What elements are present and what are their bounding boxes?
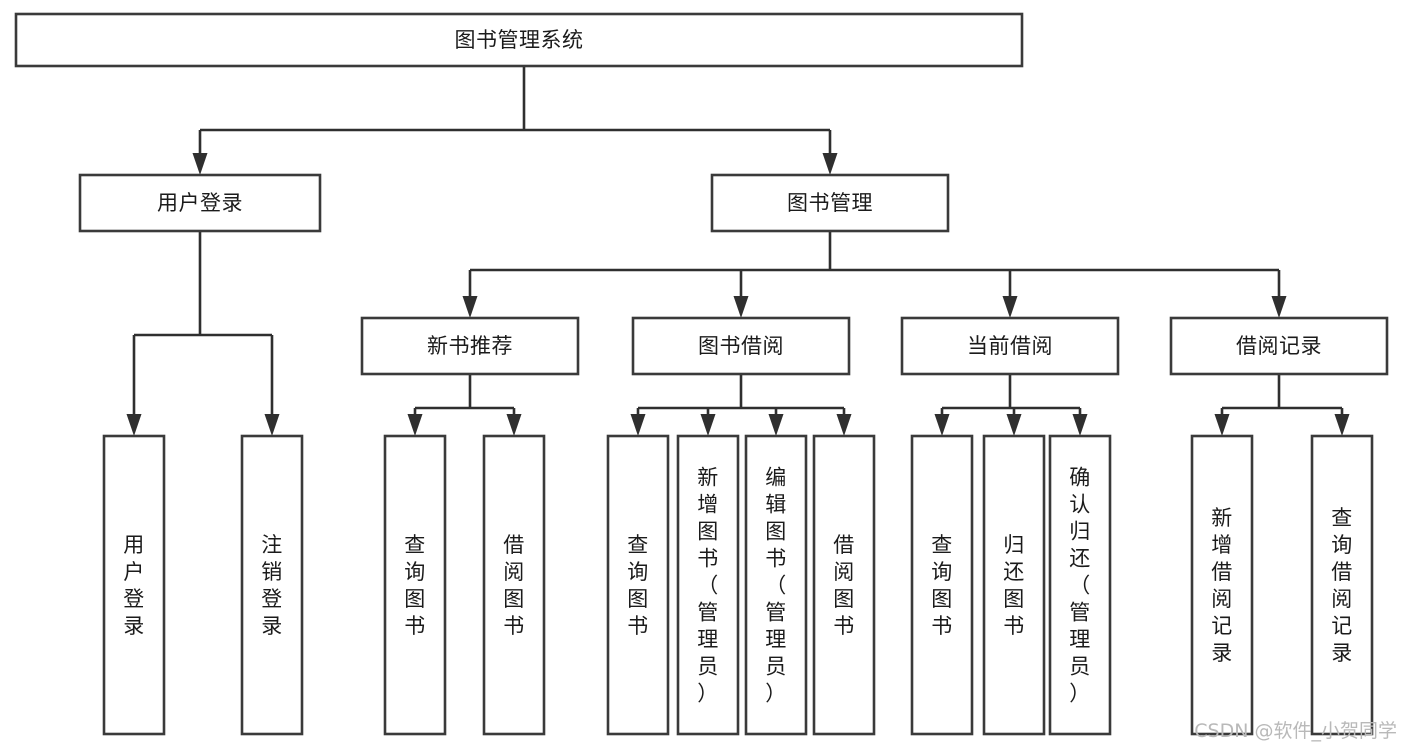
node-label: 查询图书 [931, 533, 953, 638]
node-layer: 图书管理系统用户登录图书管理新书推荐图书借阅当前借阅借阅记录用户登录注销登录查询… [14, 12, 1389, 736]
node-box[interactable] [1048, 434, 1112, 736]
arrow-group-2-leaf-1-head [1006, 414, 1022, 436]
node-box[interactable] [744, 434, 808, 736]
csdn-watermark: CSDN @软件_小贺同学 [1194, 720, 1397, 742]
node-leaf-2[interactable]: 查询图书 [383, 434, 447, 736]
node-label: 借阅图书 [833, 533, 855, 638]
node-label: 图书借阅 [698, 334, 784, 358]
node-label: 借阅记录 [1236, 334, 1322, 358]
node-box[interactable] [1310, 434, 1374, 736]
arrow-group-2-leaf-0-head [934, 414, 950, 436]
node-level2-0[interactable]: 用户登录 [78, 173, 322, 233]
arrow-group-1-leaf-2-head [768, 414, 784, 436]
node-label: 确认归还（管理员） [1069, 466, 1091, 706]
node-leaf-11[interactable]: 新增借阅记录 [1190, 434, 1254, 736]
arrow-group-3-leaf-1-head [1334, 414, 1350, 436]
node-box[interactable] [102, 434, 166, 736]
node-leaf-8[interactable]: 查询图书 [910, 434, 974, 736]
arrow-group-2-leaf-2-head [1072, 414, 1088, 436]
arrow-to-login-leaf-1-head [264, 414, 280, 436]
node-label: 图书管理系统 [455, 28, 584, 52]
node-box[interactable] [383, 434, 447, 736]
node-box[interactable] [910, 434, 974, 736]
node-box[interactable] [676, 434, 740, 736]
node-leaf-3[interactable]: 借阅图书 [482, 434, 546, 736]
node-label: 注销登录 [261, 533, 283, 638]
arrow-group-3-leaf-0-head [1214, 414, 1230, 436]
node-box[interactable] [710, 173, 950, 233]
node-box[interactable] [78, 173, 322, 233]
node-root-0[interactable]: 图书管理系统 [14, 12, 1024, 68]
arrow-group-0-leaf-1-head [506, 414, 522, 436]
node-leaf-4[interactable]: 查询图书 [606, 434, 670, 736]
node-label: 编辑图书（管理员） [765, 466, 787, 706]
node-label: 查询图书 [404, 533, 426, 638]
node-leaf-7[interactable]: 借阅图书 [812, 434, 876, 736]
node-box[interactable] [360, 316, 580, 376]
node-label: 新书推荐 [427, 334, 513, 358]
node-label: 新增借阅记录 [1211, 506, 1233, 665]
node-leaf-0[interactable]: 用户登录 [102, 434, 166, 736]
arrow-to-level3-2-head [1002, 296, 1018, 318]
node-leaf-5[interactable]: 新增图书（管理员） [676, 434, 740, 736]
connector-layer [126, 66, 1350, 436]
node-level3-3[interactable]: 借阅记录 [1169, 316, 1389, 376]
node-box[interactable] [240, 434, 304, 736]
node-label: 新增图书（管理员） [697, 466, 719, 706]
node-label: 查询借阅记录 [1331, 506, 1353, 665]
node-level3-0[interactable]: 新书推荐 [360, 316, 580, 376]
node-leaf-9[interactable]: 归还图书 [982, 434, 1046, 736]
node-box[interactable] [900, 316, 1120, 376]
node-label: 当前借阅 [967, 334, 1053, 358]
node-label: 借阅图书 [503, 533, 525, 638]
node-box[interactable] [812, 434, 876, 736]
node-label: 查询图书 [627, 533, 649, 638]
arrow-group-1-leaf-3-head [836, 414, 852, 436]
node-box[interactable] [631, 316, 851, 376]
arrow-to-level3-3-head [1271, 296, 1287, 318]
arrow-to-level3-0-head [462, 296, 478, 318]
node-box[interactable] [606, 434, 670, 736]
arrow-to-book-manage-head [822, 153, 838, 175]
node-box[interactable] [482, 434, 546, 736]
node-box[interactable] [1169, 316, 1389, 376]
node-leaf-6[interactable]: 编辑图书（管理员） [744, 434, 808, 736]
node-box[interactable] [1190, 434, 1254, 736]
node-label: 归还图书 [1003, 533, 1025, 638]
arrow-group-1-leaf-1-head [700, 414, 716, 436]
arrow-to-user-login-head [192, 153, 208, 175]
node-leaf-1[interactable]: 注销登录 [240, 434, 304, 736]
node-level2-1[interactable]: 图书管理 [710, 173, 950, 233]
arrow-group-0-leaf-0-head [407, 414, 423, 436]
node-label: 图书管理 [787, 191, 873, 215]
arrow-to-level3-1-head [733, 296, 749, 318]
arrow-to-login-leaf-0-head [126, 414, 142, 436]
node-leaf-10[interactable]: 确认归还（管理员） [1048, 434, 1112, 736]
node-level3-2[interactable]: 当前借阅 [900, 316, 1120, 376]
node-level3-1[interactable]: 图书借阅 [631, 316, 851, 376]
node-leaf-12[interactable]: 查询借阅记录 [1310, 434, 1374, 736]
node-label: 用户登录 [123, 533, 145, 638]
arrow-group-1-leaf-0-head [630, 414, 646, 436]
node-box[interactable] [14, 12, 1024, 68]
node-label: 用户登录 [157, 191, 243, 215]
node-box[interactable] [982, 434, 1046, 736]
